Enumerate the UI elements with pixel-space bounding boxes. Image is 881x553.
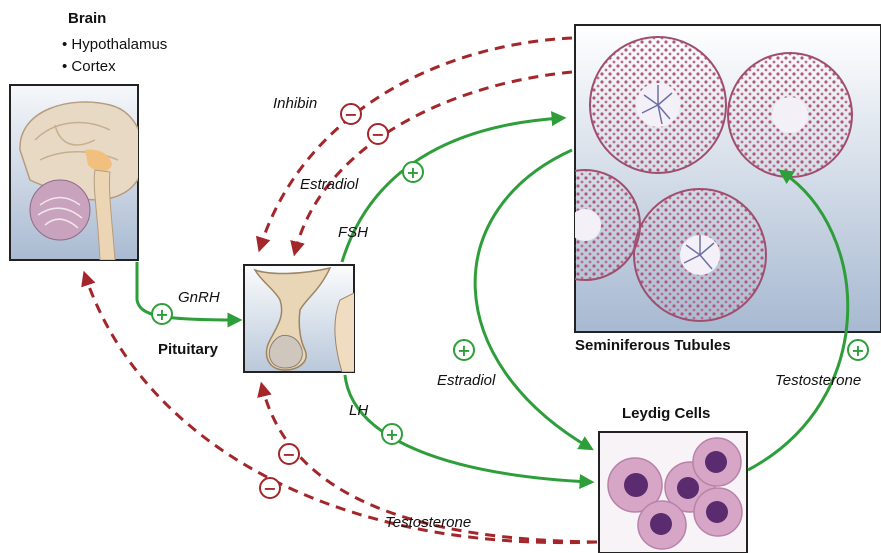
estradiol-mid-label: Estradiol bbox=[437, 372, 495, 389]
svg-text:+: + bbox=[851, 341, 864, 360]
tubule-cross-section bbox=[728, 53, 852, 177]
estradiol-feedback-arrow bbox=[295, 72, 572, 252]
plus-badge-lh: + bbox=[382, 424, 402, 444]
svg-text:+: + bbox=[385, 425, 398, 444]
svg-text:−: − bbox=[344, 105, 357, 124]
tubule-cross-section bbox=[530, 170, 640, 280]
gnrh-label: GnRH bbox=[178, 289, 220, 306]
svg-text:+: + bbox=[406, 163, 419, 182]
brain-item-hypothalamus: • Hypothalamus bbox=[62, 36, 167, 53]
estradiol-top-label: Estradiol bbox=[300, 176, 358, 193]
seminiferous-panel bbox=[530, 25, 881, 332]
seminiferous-label: Seminiferous Tubules bbox=[575, 337, 731, 354]
svg-text:+: + bbox=[155, 305, 168, 324]
svg-text:+: + bbox=[457, 341, 470, 360]
inhibin-label: Inhibin bbox=[273, 95, 317, 112]
brain-panel bbox=[10, 85, 144, 260]
pituitary-panel bbox=[244, 265, 360, 372]
lh-label: LH bbox=[349, 402, 368, 419]
tubule-cross-section bbox=[590, 37, 726, 173]
brain-item-cortex: • Cortex bbox=[62, 58, 116, 75]
pituitary-label: Pituitary bbox=[158, 341, 218, 358]
brain-title: Brain bbox=[68, 10, 106, 27]
testosterone-right-label: Testosterone bbox=[775, 372, 861, 389]
tubule-cross-section bbox=[634, 189, 766, 321]
testosterone-bottom-label: Testosterone bbox=[385, 514, 471, 531]
brain-item-label: Cortex bbox=[71, 58, 115, 75]
brain-item-label: Hypothalamus bbox=[71, 36, 167, 53]
minus-badge-inhibin: − bbox=[341, 104, 361, 124]
plus-badge-testosterone: + bbox=[848, 340, 868, 360]
svg-text:−: − bbox=[282, 445, 295, 464]
minus-badge-testosterone-brain: − bbox=[260, 478, 280, 498]
svg-text:−: − bbox=[263, 479, 276, 498]
plus-badge-gnrh: + bbox=[152, 304, 172, 324]
minus-badge-testosterone-pituitary: − bbox=[279, 444, 299, 464]
estradiol-to-leydig-arrow bbox=[475, 150, 590, 448]
leydig-panel bbox=[599, 432, 747, 553]
lh-arrow bbox=[345, 375, 590, 482]
plus-badge-fsh: + bbox=[403, 162, 423, 182]
svg-text:−: − bbox=[371, 125, 384, 144]
fsh-label: FSH bbox=[338, 224, 368, 241]
leydig-label: Leydig Cells bbox=[622, 405, 710, 422]
plus-badge-estradiol: + bbox=[454, 340, 474, 360]
minus-badge-estradiol: − bbox=[368, 124, 388, 144]
